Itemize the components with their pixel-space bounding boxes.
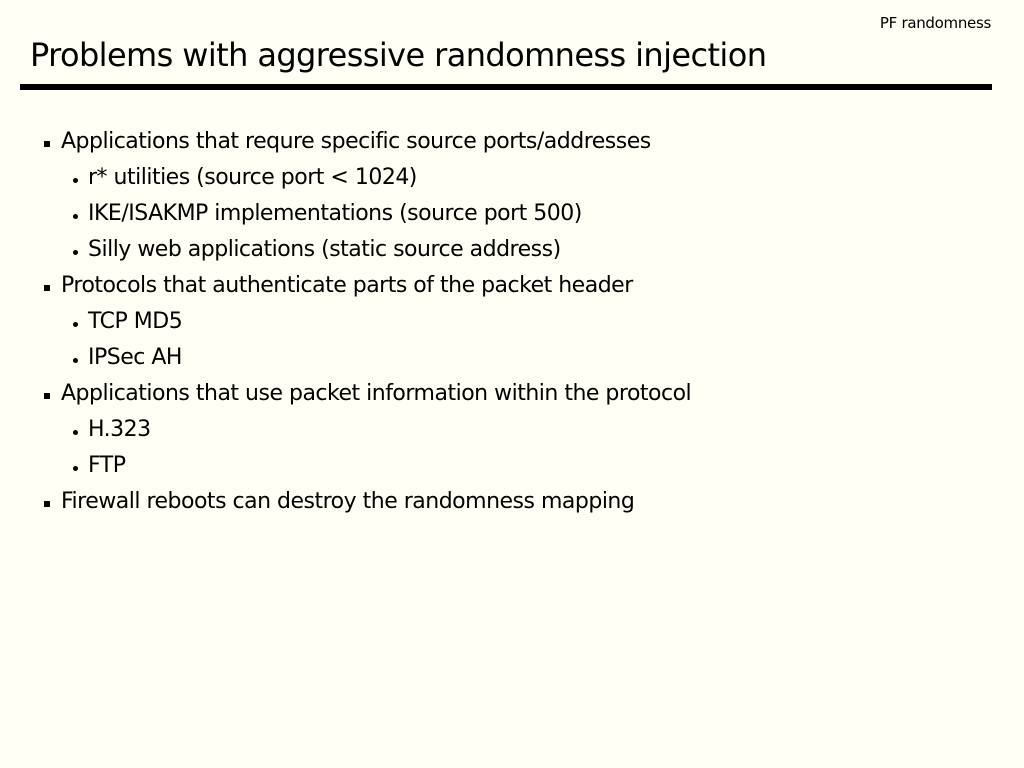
dot-bullet-icon (73, 322, 78, 327)
sub-bullet-text: FTP (88, 453, 126, 478)
square-bullet-icon (44, 141, 50, 147)
dot-bullet-icon (73, 214, 78, 219)
sub-bullet-text: r* utilities (source port < 1024) (88, 165, 417, 190)
sub-bullet-text: H.323 (88, 417, 151, 442)
sub-bullet-list: r* utilities (source port < 1024) IKE/IS… (40, 160, 1000, 268)
sub-bullet-text: TCP MD5 (88, 309, 183, 334)
square-bullet-icon (44, 393, 50, 399)
sub-bullet-text: Silly web applications (static source ad… (88, 237, 561, 262)
dot-bullet-icon (73, 358, 78, 363)
sub-bullet-item: IPSec AH (40, 340, 1000, 376)
dot-bullet-icon (73, 250, 78, 255)
sub-bullet-text: IKE/ISAKMP implementations (source port … (88, 201, 582, 226)
square-bullet-icon (44, 285, 50, 291)
sub-bullet-item: IKE/ISAKMP implementations (source port … (40, 196, 1000, 232)
sub-bullet-item: TCP MD5 (40, 304, 1000, 340)
bullet-group: Applications that requre specific source… (40, 124, 1000, 268)
title-divider (20, 84, 992, 90)
bullet-group: Protocols that authenticate parts of the… (40, 268, 1000, 376)
slide-title: Problems with aggressive randomness inje… (30, 36, 767, 74)
bullet-text: Applications that requre specific source… (61, 129, 651, 154)
bullet-text: Firewall reboots can destroy the randomn… (61, 489, 635, 514)
dot-bullet-icon (73, 466, 78, 471)
bullet-item: Applications that requre specific source… (40, 124, 1000, 160)
sub-bullet-item: H.323 (40, 412, 1000, 448)
bullet-item: Firewall reboots can destroy the randomn… (40, 484, 1000, 520)
bullet-group: Applications that use packet information… (40, 376, 1000, 484)
bullet-list: Applications that requre specific source… (40, 124, 1000, 520)
bullet-text: Protocols that authenticate parts of the… (61, 273, 633, 298)
sub-bullet-list: H.323 FTP (40, 412, 1000, 484)
slide-tag: PF randomness (879, 14, 991, 32)
bullet-item: Protocols that authenticate parts of the… (40, 268, 1000, 304)
sub-bullet-text: IPSec AH (88, 345, 182, 370)
sub-bullet-list: TCP MD5 IPSec AH (40, 304, 1000, 376)
bullet-item: Applications that use packet information… (40, 376, 1000, 412)
sub-bullet-item: FTP (40, 448, 1000, 484)
sub-bullet-item: r* utilities (source port < 1024) (40, 160, 1000, 196)
dot-bullet-icon (73, 430, 78, 435)
square-bullet-icon (44, 501, 50, 507)
dot-bullet-icon (73, 178, 78, 183)
bullet-group: Firewall reboots can destroy the randomn… (40, 484, 1000, 520)
sub-bullet-item: Silly web applications (static source ad… (40, 232, 1000, 268)
bullet-text: Applications that use packet information… (61, 381, 692, 406)
